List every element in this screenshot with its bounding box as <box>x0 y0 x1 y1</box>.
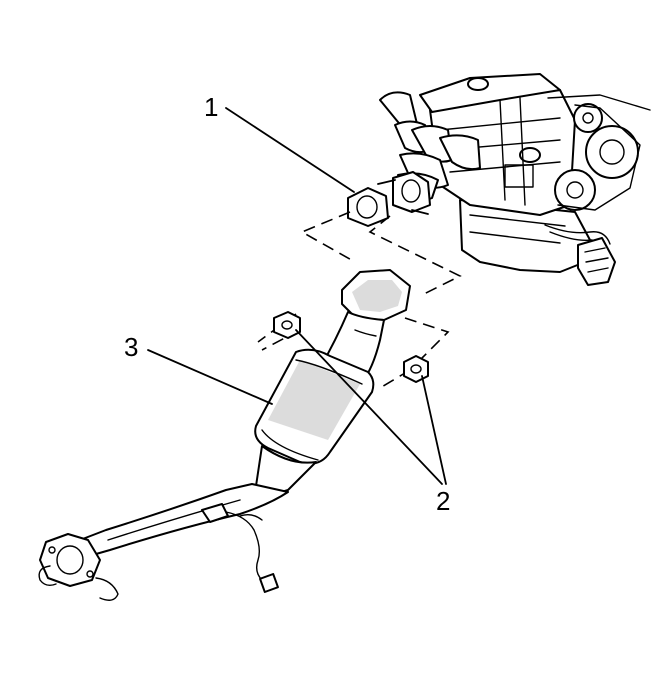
converter-assembly <box>38 269 411 601</box>
callout-2: 2 <box>436 486 450 516</box>
leader-lines <box>147 107 447 485</box>
manifold-gasket <box>347 171 431 227</box>
callout-3: 3 <box>124 332 138 362</box>
engine-block <box>379 73 651 286</box>
callout-1: 1 <box>204 92 218 122</box>
